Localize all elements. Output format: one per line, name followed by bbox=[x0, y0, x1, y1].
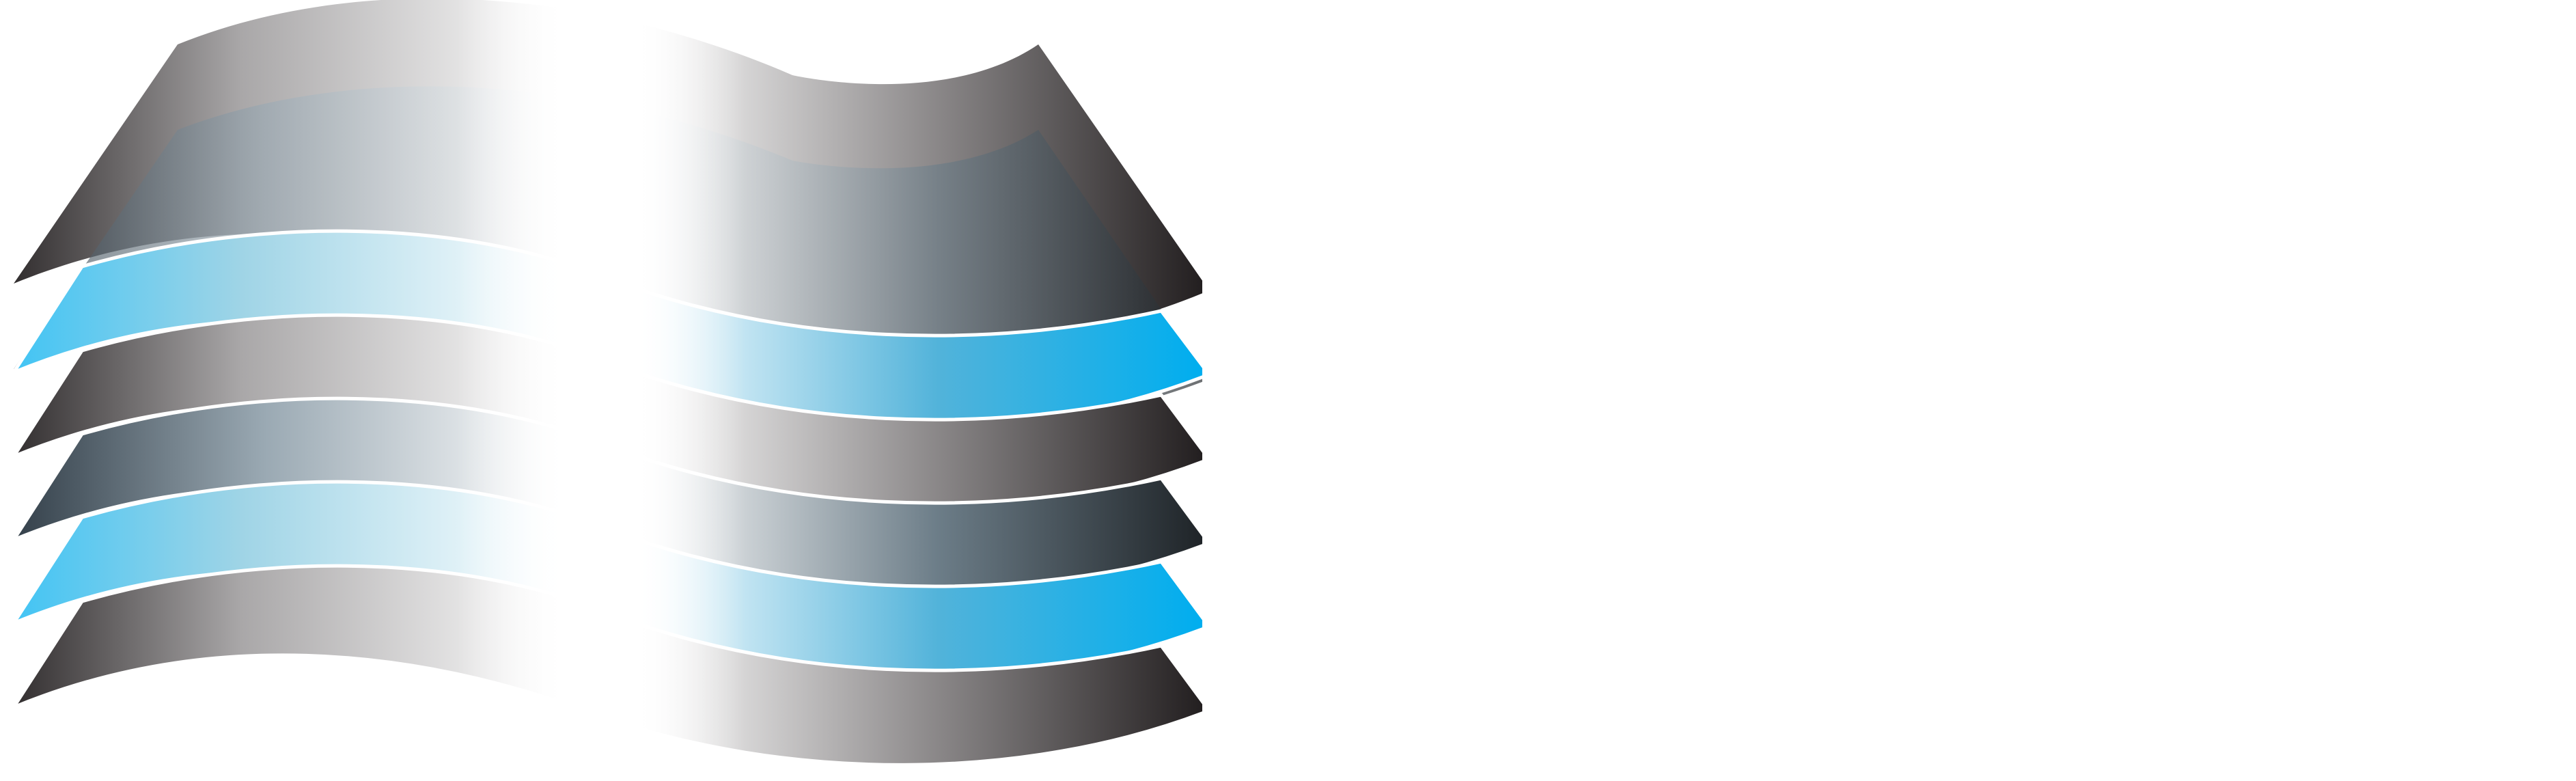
layered-waves-logo-icon bbox=[0, 0, 1202, 781]
blank-area bbox=[1202, 0, 2576, 781]
center-fade bbox=[0, 0, 1202, 781]
